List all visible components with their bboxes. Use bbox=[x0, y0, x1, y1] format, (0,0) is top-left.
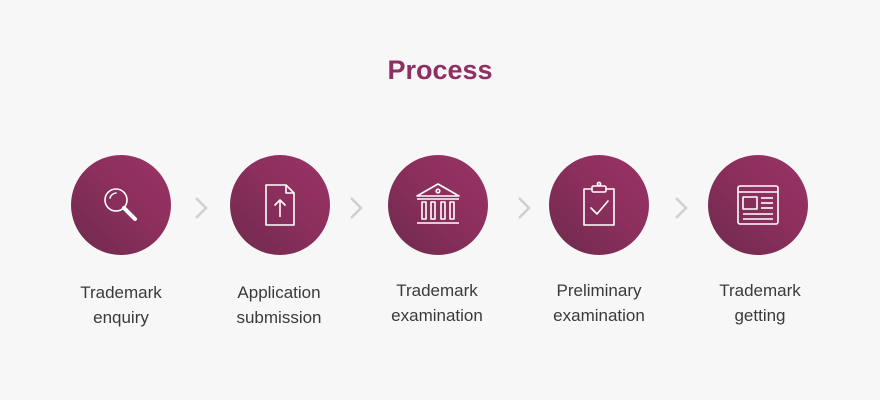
step-label-line2: examination bbox=[553, 306, 645, 325]
certificate-icon bbox=[737, 185, 779, 225]
step-label-line1: Trademark bbox=[80, 283, 162, 302]
step-label-line1: Trademark bbox=[396, 281, 478, 300]
step-application-circle bbox=[230, 155, 330, 255]
chevron-right-icon bbox=[350, 197, 363, 219]
step-preliminary-examination-label: Preliminary examination bbox=[519, 278, 679, 328]
step-label-line1: Application bbox=[237, 283, 321, 302]
step-trademark-getting-label: Trademark getting bbox=[680, 278, 840, 328]
step-enquiry-circle bbox=[71, 155, 171, 255]
chevron-right-icon bbox=[195, 197, 208, 219]
step-trademark-examination-label: Trademark examination bbox=[357, 278, 517, 328]
chevron-right-icon bbox=[518, 197, 531, 219]
step-trademark-getting-circle bbox=[708, 155, 808, 255]
clipboard-check-icon bbox=[583, 181, 615, 226]
step-label-line2: getting bbox=[734, 306, 786, 325]
chevron-right-icon bbox=[675, 197, 688, 219]
step-application-label: Application submission bbox=[199, 280, 359, 330]
document-upload-icon bbox=[265, 184, 295, 226]
step-trademark-examination-circle bbox=[388, 155, 488, 255]
step-preliminary-examination-circle bbox=[549, 155, 649, 255]
step-label-line2: enquiry bbox=[93, 308, 149, 327]
magnifier-icon bbox=[104, 188, 137, 221]
step-label-line1: Trademark bbox=[719, 281, 801, 300]
step-enquiry-label: Trademark enquiry bbox=[41, 280, 201, 330]
step-label-line1: Preliminary bbox=[556, 281, 642, 300]
page-title: Process bbox=[387, 55, 493, 85]
step-label-line2: submission bbox=[236, 308, 322, 327]
institution-building-icon bbox=[416, 183, 460, 224]
step-label-line2: examination bbox=[391, 306, 483, 325]
